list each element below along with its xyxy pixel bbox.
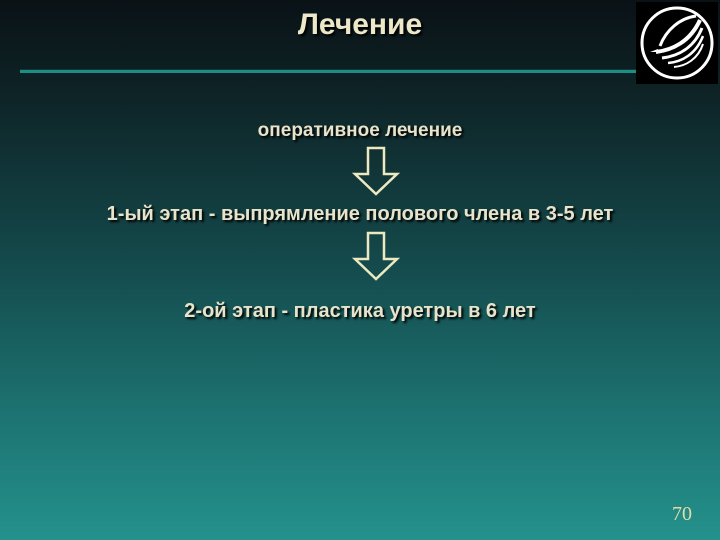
title-divider [20, 69, 636, 73]
swan-logo-icon [636, 2, 718, 84]
stage-one-text: 1-ый этап - выпрямление полового члена в… [106, 203, 614, 225]
treatment-heading: оперативное лечение [257, 120, 463, 141]
slide-title: Лечение [297, 8, 423, 41]
stage-two-text: 2-ой этап - пластика уретры в 6 лет [184, 300, 536, 322]
down-arrow-icon [351, 231, 401, 286]
page-number: 70 [672, 503, 692, 525]
down-arrow-icon [351, 146, 401, 201]
